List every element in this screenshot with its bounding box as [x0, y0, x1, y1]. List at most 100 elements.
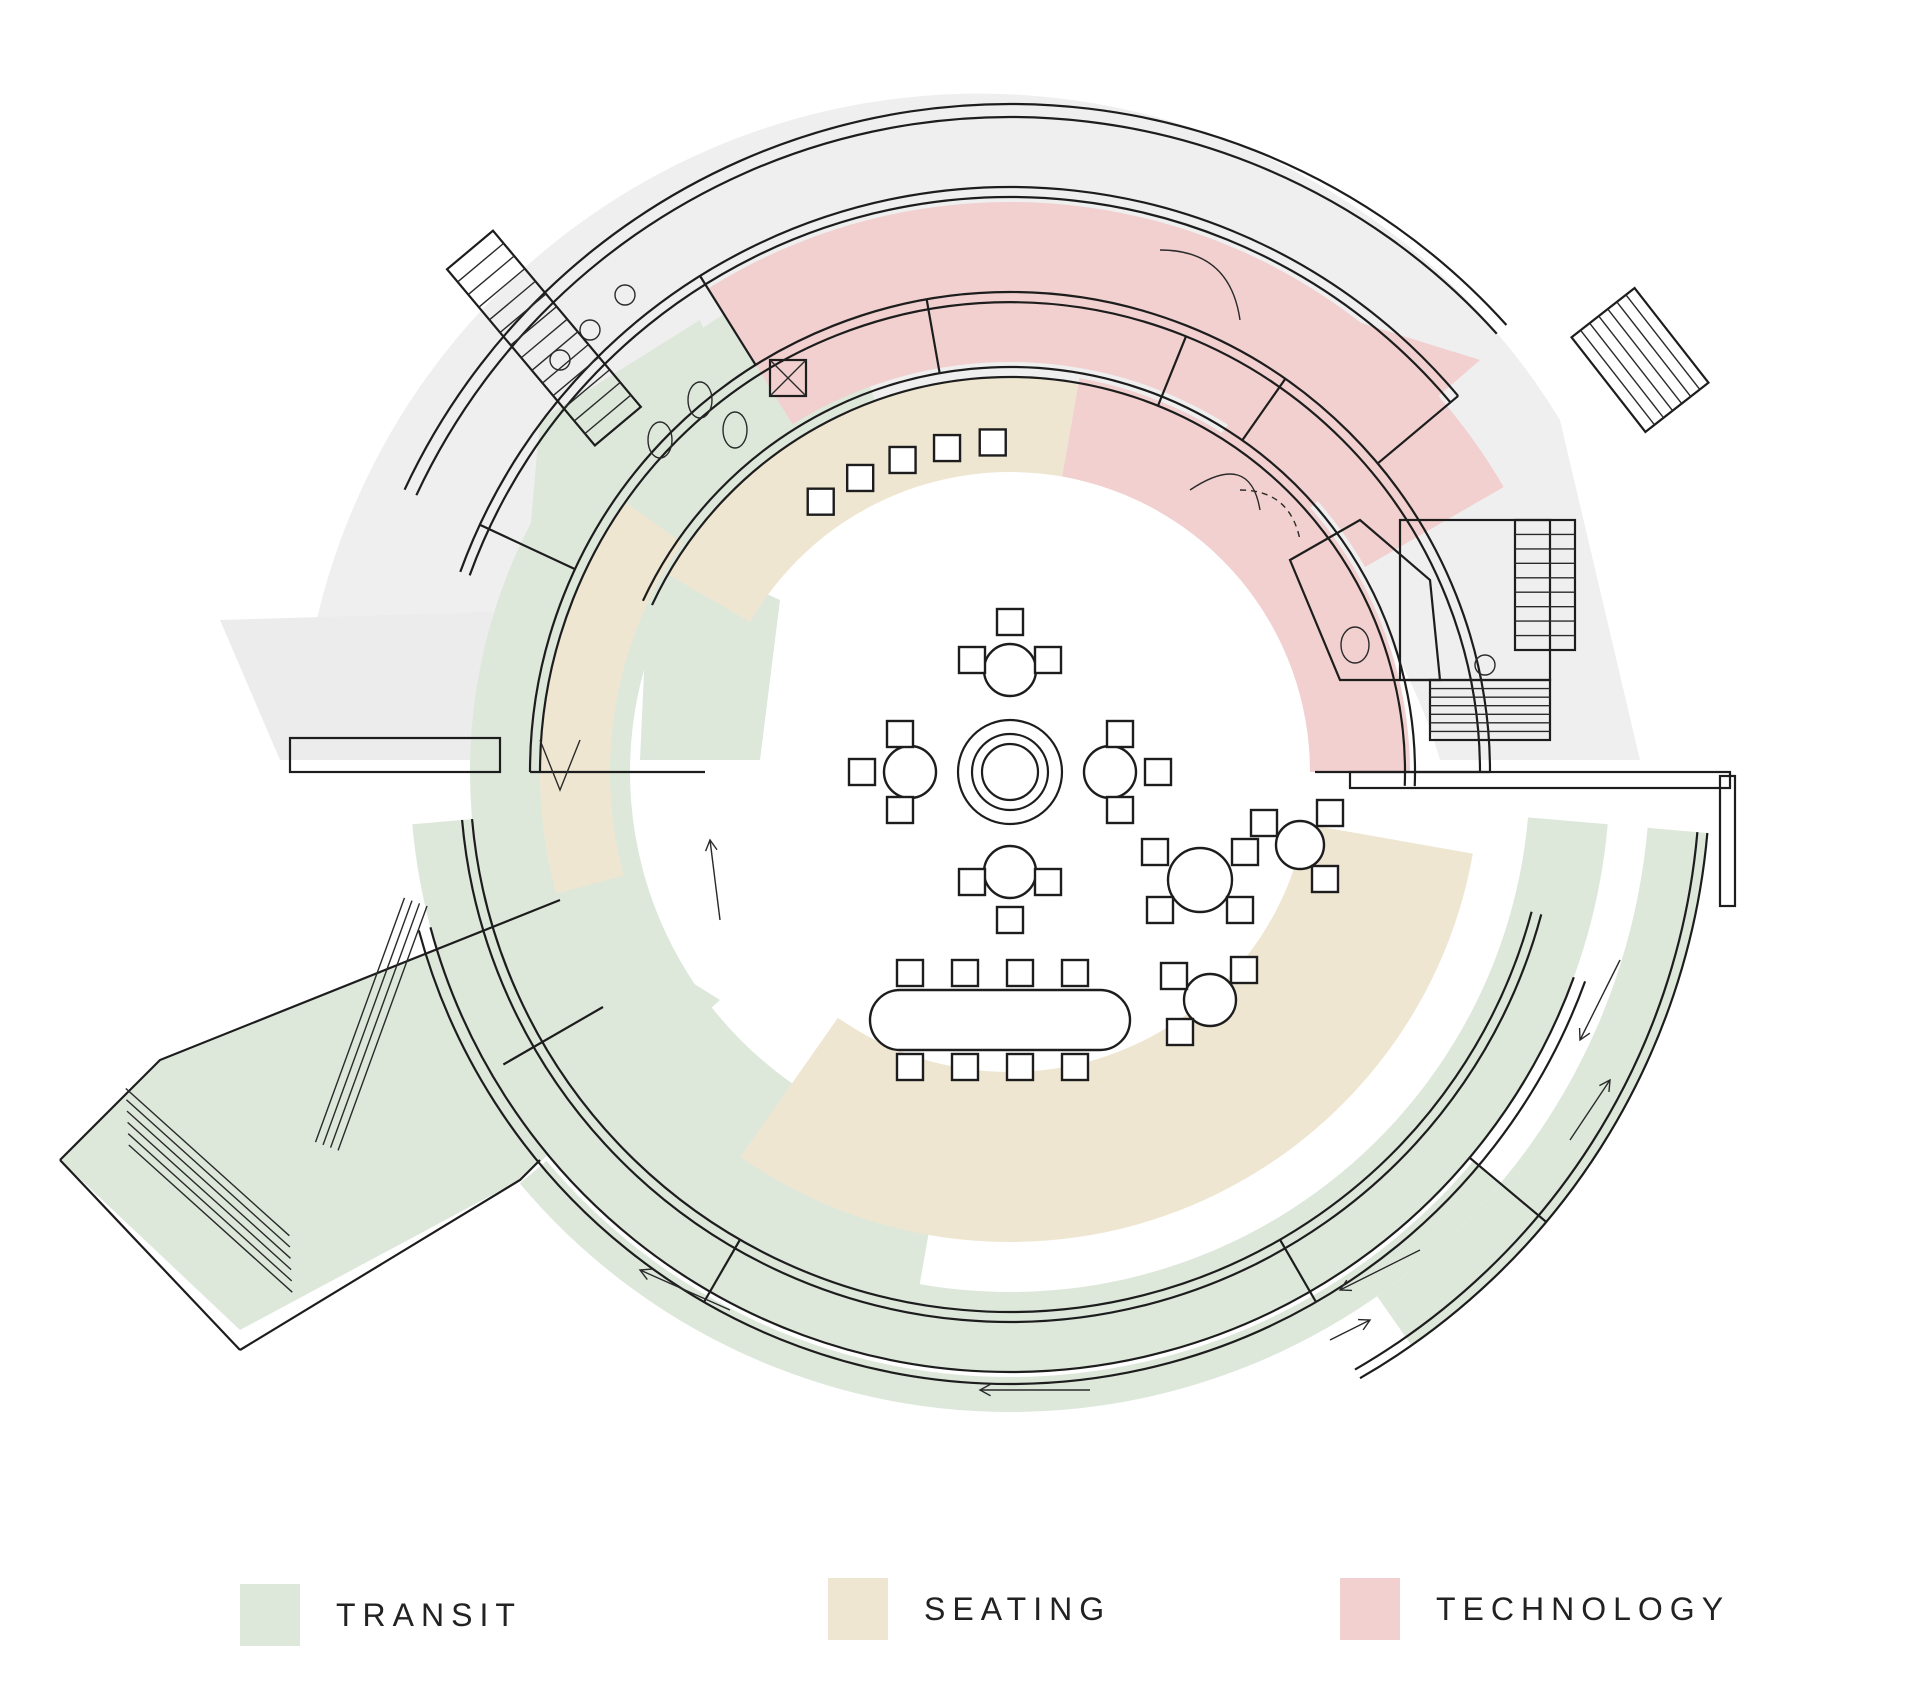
legend-label-transit: TRANSIT [336, 1596, 522, 1633]
stair-northeast [1569, 286, 1711, 434]
chair [1229, 955, 1259, 985]
chair [995, 905, 1025, 935]
chair [885, 719, 915, 749]
arrow-southwest [639, 1269, 731, 1311]
stair-nw-step [563, 369, 611, 409]
arrow-ramp-3 [1339, 1249, 1421, 1291]
stair-mid-step [329, 903, 421, 1148]
chair [1230, 837, 1260, 867]
stair-ne-step [1616, 301, 1692, 397]
sink [614, 284, 636, 306]
chair [1060, 1052, 1090, 1082]
entrance-outline [59, 898, 561, 1351]
stair-entrance [125, 1087, 293, 1293]
seating-southeast [740, 824, 1473, 1242]
stair-nw-step [488, 280, 536, 321]
legend-item-transit: TRANSIT [240, 1584, 522, 1646]
chair [1225, 895, 1255, 925]
wall-ring-11 [429, 927, 1575, 1374]
chair [932, 433, 962, 463]
toilet [687, 381, 713, 419]
chair [1105, 795, 1135, 825]
technology-northeast [1200, 310, 1480, 560]
arrow-ramp-1 [1579, 959, 1621, 1041]
chair [885, 795, 915, 825]
chair [1165, 1017, 1195, 1047]
wall-ring-8 [460, 819, 1543, 1324]
toilet [722, 411, 748, 449]
furniture [549, 284, 1496, 1082]
door-arc-2 [1189, 473, 1261, 511]
floor-plan [59, 93, 1737, 1412]
stair-mid-step [322, 900, 413, 1146]
legend-item-technology: TECHNOLOGY [1340, 1578, 1730, 1640]
arrow-south-head [978, 1383, 991, 1397]
wall-east-end [1718, 774, 1737, 908]
stair-ne-body [1569, 286, 1711, 434]
stair-ne-step [1598, 315, 1674, 412]
wall-ring-16 [1359, 832, 1709, 1380]
stair-northwest [445, 229, 643, 448]
chair [1315, 798, 1345, 828]
stair-nw-step [510, 306, 558, 346]
wall-radial-6 [1241, 378, 1287, 441]
round-table [1182, 972, 1238, 1028]
wall-ring-10 [459, 185, 1459, 573]
toilet [1340, 626, 1370, 664]
chair [895, 1052, 925, 1082]
stair-nw-step [520, 318, 568, 359]
chair [847, 757, 877, 787]
legend-label-seating: SEATING [924, 1590, 1112, 1627]
chair [1105, 719, 1135, 749]
walls [59, 102, 1737, 1397]
wall-ring-9 [468, 195, 1452, 576]
stair-nw-step [584, 394, 632, 435]
chair [950, 958, 980, 988]
wall-radial-5 [1376, 395, 1459, 465]
seating-north-arc [667, 377, 1079, 622]
wall-west-slab [288, 736, 502, 774]
wall-ring-14 [403, 102, 1508, 491]
stair-east [1513, 518, 1577, 652]
chair [1140, 837, 1170, 867]
chair [1159, 961, 1189, 991]
stair-ne-step [1580, 329, 1656, 426]
stair-nw-step [499, 293, 547, 334]
chair [957, 645, 987, 675]
wall-radial-9 [1468, 1156, 1547, 1223]
stair-nw-step [542, 343, 589, 384]
chair [895, 958, 925, 988]
stairs [125, 229, 1711, 1293]
stair-nw-step [478, 268, 526, 308]
stair-ne-step [1607, 308, 1683, 405]
wall-ring-13 [415, 115, 1498, 496]
legend-label-technology: TECHNOLOGY [1436, 1590, 1731, 1627]
central-column-outer [956, 718, 1064, 826]
sink [579, 319, 601, 341]
arrow-ramp-1-head [1578, 1027, 1591, 1042]
service-room-east [1288, 518, 1442, 682]
round-table [982, 642, 1038, 698]
toilet [647, 421, 673, 459]
chair [1249, 808, 1279, 838]
stair-nw-step [573, 381, 621, 422]
arrow-ramp-2 [1569, 1079, 1611, 1141]
arrow-ramp-4-head [1357, 1318, 1372, 1331]
chair [1145, 895, 1175, 925]
chair [957, 867, 987, 897]
stair-east-lower [1428, 678, 1552, 742]
legend: TRANSIT SEATING TECHNOLOGY [0, 1578, 1920, 1684]
transit-entrance [60, 900, 720, 1330]
round-table [1274, 819, 1326, 871]
stair-mid-step [314, 897, 406, 1143]
arrow-lobby-head [704, 838, 718, 852]
wall-radial-8 [703, 1239, 741, 1303]
stair-nw-step [457, 242, 505, 283]
entrance-front [59, 1159, 241, 1351]
legend-swatch-transit [240, 1584, 300, 1646]
chair [1143, 757, 1173, 787]
long-table [868, 988, 1132, 1052]
chair [845, 463, 875, 493]
wall-ring-5 [538, 300, 1482, 773]
wall-ring-6 [528, 290, 1492, 773]
